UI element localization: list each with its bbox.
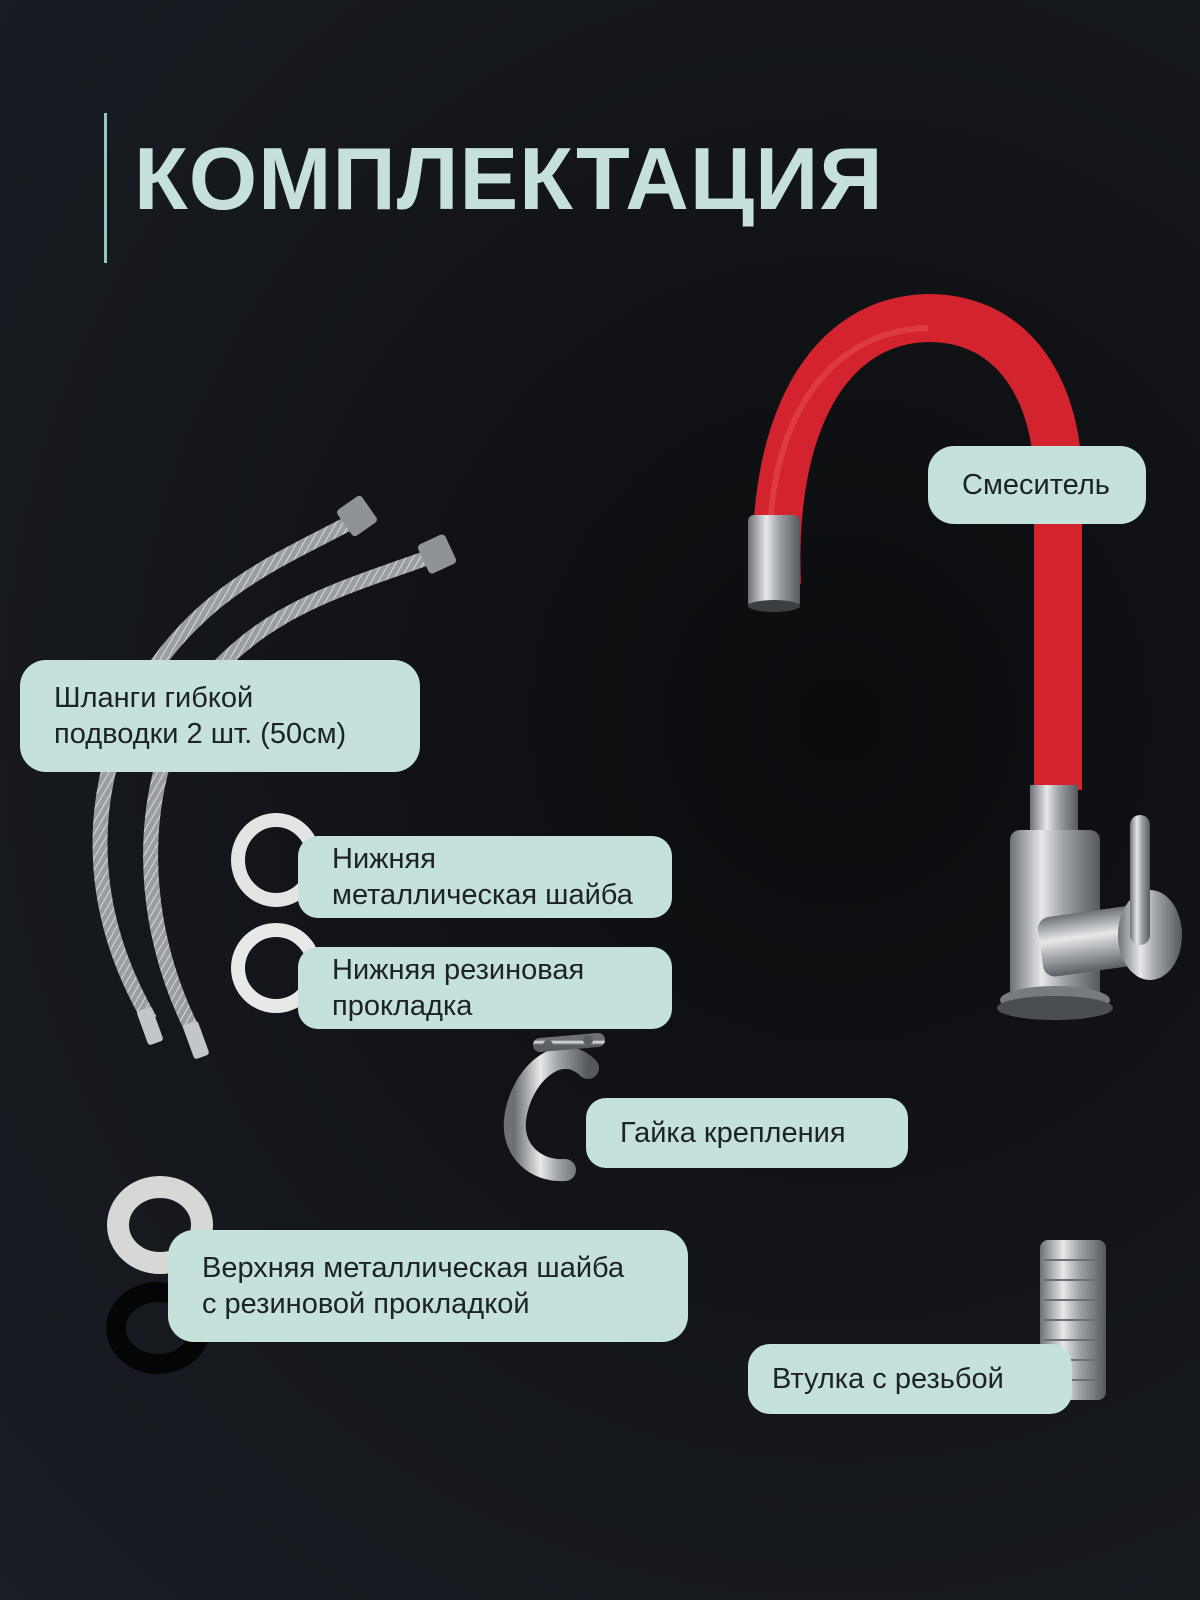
page-title: КОМПЛЕКТАЦИЯ <box>134 129 884 228</box>
label-lower-metal-washer: Нижняя металлическая шайба <box>298 836 672 918</box>
label-lower-metal-washer-line2: металлическая шайба <box>332 879 633 911</box>
label-fixing-nut-text: Гайка крепления <box>620 1117 846 1149</box>
label-lower-metal-washer-line1: Нижняя <box>332 843 436 875</box>
label-threaded-sleeve-text: Втулка с резьбой <box>772 1363 1004 1395</box>
title-accent-line <box>104 113 107 263</box>
label-hoses-line2: подводки 2 шт. (50см) <box>54 718 347 750</box>
label-faucet-text: Смеситель <box>962 469 1110 501</box>
label-lower-rubber-gasket-line2: прокладка <box>332 990 473 1022</box>
faucet-icon <box>748 293 1182 1020</box>
label-upper-washer: Верхняя металлическая шайба с резиновой … <box>168 1230 688 1342</box>
label-hoses: Шланги гибкой подводки 2 шт. (50см) <box>20 660 420 772</box>
label-fixing-nut: Гайка крепления <box>586 1098 908 1168</box>
label-threaded-sleeve: Втулка с резьбой <box>748 1344 1072 1414</box>
label-hoses-line1: Шланги гибкой <box>54 682 254 714</box>
label-upper-washer-line1: Верхняя металлическая шайба <box>202 1252 625 1284</box>
label-faucet: Смеситель <box>928 446 1146 524</box>
label-lower-rubber-gasket: Нижняя резиновая прокладка <box>298 947 672 1029</box>
nut-icon <box>503 1033 605 1182</box>
label-lower-rubber-gasket-line1: Нижняя резиновая <box>332 954 585 986</box>
label-upper-washer-line2: с резиновой прокладкой <box>202 1288 530 1320</box>
